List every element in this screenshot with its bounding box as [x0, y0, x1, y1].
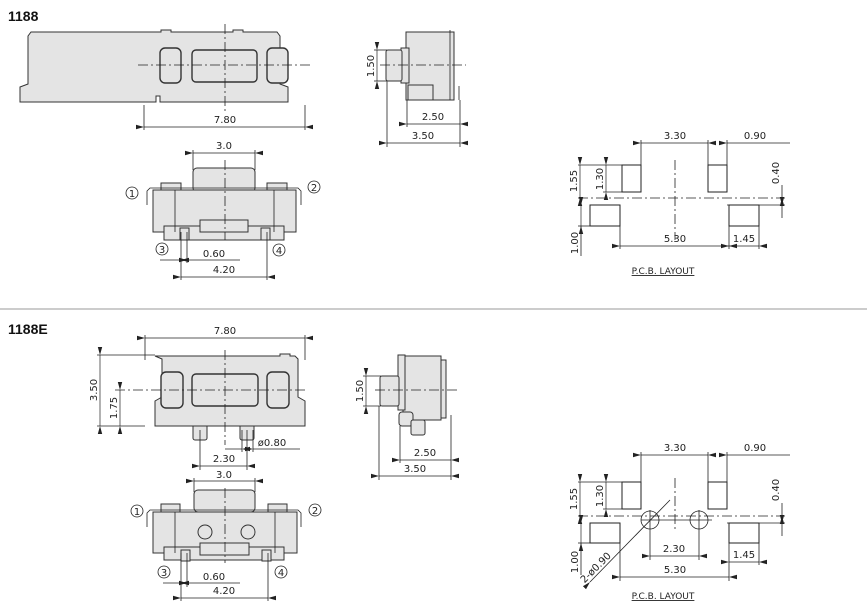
pcb-dim-3-30: 3.30 [664, 131, 686, 142]
dim-pin-pitch: 4.20 [213, 265, 235, 276]
pin-label-3: 3 [159, 245, 165, 256]
dim-height: 3.50 [89, 379, 100, 401]
dim-pin-width: 0.60 [203, 572, 225, 583]
dim-total-depth: 3.50 [404, 464, 426, 475]
dim-width: 7.80 [214, 115, 236, 126]
side-view: 1.50 2.50 3.50 [355, 354, 459, 480]
pin-label-1: 1 [129, 189, 135, 200]
dim-depth: 2.50 [422, 112, 444, 123]
dim-width: 7.80 [214, 326, 236, 337]
dim-total-depth: 3.50 [412, 131, 434, 142]
pin-label-3: 3 [161, 568, 167, 579]
pcb-dim-3-30: 3.30 [664, 443, 686, 454]
dim-pin-pitch: 4.20 [213, 586, 235, 597]
dim-plunger-width: 3.0 [216, 141, 232, 152]
dim-plunger-height: 1.50 [366, 55, 377, 77]
pcb-dim-1-30: 1.30 [595, 485, 606, 507]
pin-label-1: 1 [134, 507, 140, 518]
pcb-dim-1-00: 1.00 [570, 232, 581, 254]
bottom-view: 3.0 1 2 3 4 0.60 4.20 [125, 141, 321, 280]
pin-label-4: 4 [276, 246, 282, 257]
dim-depth: 2.50 [414, 448, 436, 459]
pin-label-2: 2 [312, 506, 318, 517]
section-title: 1188E [8, 321, 48, 337]
pcb-dim-0-90: 0.90 [744, 131, 766, 142]
dim-post-pitch: 2.30 [213, 454, 235, 465]
top-view: 7.80 3.50 1.75 ø0.80 2.30 [89, 326, 313, 470]
pcb-layout-title: P.C.B. LAYOUT [632, 267, 695, 277]
side-view: 1.50 2.50 3.50 [366, 30, 468, 147]
top-view: 7.80 [19, 24, 313, 130]
pcb-dim-1-30: 1.30 [595, 168, 606, 190]
dim-half-height: 1.75 [109, 397, 120, 419]
dim-plunger-height: 1.50 [355, 380, 366, 402]
pcb-dim-1-55: 1.55 [569, 488, 580, 510]
pcb-dim-5-30: 5.30 [664, 234, 686, 245]
pcb-dim-1-45: 1.45 [733, 234, 755, 245]
pcb-dim-2-30: 2.30 [663, 544, 685, 555]
pcb-dim-1-55: 1.55 [569, 170, 580, 192]
section-1188: 1188 7.80 1.50 [8, 8, 790, 280]
pin-label-2: 2 [311, 183, 317, 194]
pcb-dim-0-40: 0.40 [771, 162, 782, 184]
pcb-layout: 2.30 2-ø0.90 3.30 0.90 0.40 1.55 1.30 1.… [569, 443, 790, 602]
pcb-dim-holes: 2-ø0.90 [579, 551, 614, 586]
dim-pin-width: 0.60 [203, 249, 225, 260]
dim-post-diameter: ø0.80 [258, 438, 286, 449]
pcb-layout-title: P.C.B. LAYOUT [632, 592, 695, 602]
pcb-dim-0-90: 0.90 [744, 443, 766, 454]
section-title: 1188 [8, 8, 39, 24]
pcb-dim-0-40: 0.40 [771, 479, 782, 501]
pcb-layout: 3.30 0.90 0.40 1.55 1.30 1.00 5.30 1.45 [569, 131, 790, 277]
dim-plunger-width: 3.0 [216, 470, 232, 481]
pcb-dim-1-00: 1.00 [570, 551, 581, 573]
pcb-dim-1-45: 1.45 [733, 550, 755, 561]
pcb-dim-5-30: 5.30 [664, 565, 686, 576]
pin-label-4: 4 [278, 568, 284, 579]
section-1188e: 1188E 7.80 3.50 1.75 ø0 [8, 321, 790, 602]
bottom-view: 3.0 1 2 3 4 0.60 4.20 [130, 470, 322, 601]
